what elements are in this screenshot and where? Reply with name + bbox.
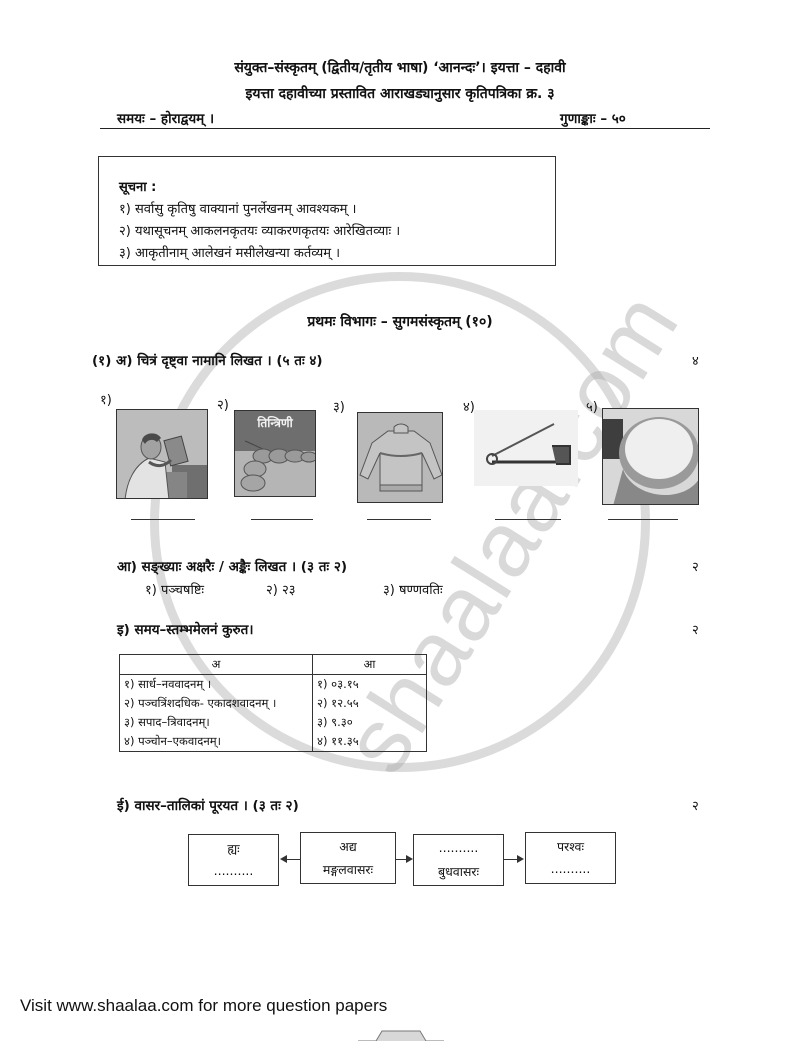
- paper-title: संयुक्त–संस्कृतम् (द्वितीय/तृतीय भाषा) ‘…: [234, 60, 566, 76]
- number-item: १) पञ्चषष्टिः: [145, 583, 205, 598]
- day-box-blank[interactable]: ..........: [438, 840, 479, 855]
- connector-line: [286, 859, 300, 860]
- question-1a: (१) अ) चित्रं दृष्ट्वा नामानि लिखत । (५ …: [92, 353, 323, 369]
- day-box-blank[interactable]: ..........: [213, 863, 254, 878]
- match-right-item: १) ०३.१५: [312, 674, 427, 694]
- arrow-right-icon: [406, 855, 413, 863]
- day-box-value: बुधवासरः: [437, 864, 480, 879]
- answer-blank[interactable]: [251, 519, 313, 520]
- picture-safety-pin: [474, 410, 578, 486]
- picture-tamarind: तिन्त्रिणी: [234, 410, 316, 497]
- picture-number: ३): [333, 400, 345, 415]
- footer-link-text[interactable]: Visit www.shaalaa.com for more question …: [20, 996, 388, 1015]
- question-1d-marks: २: [692, 799, 699, 814]
- header-divider: [100, 128, 710, 129]
- instruction-item: २) यथासूचनम् आकलनकृतयः व्याकरणकृतयः आरेख…: [119, 224, 401, 239]
- match-left-item: ३) सपाद–त्रिवादनम्।: [119, 713, 313, 732]
- day-box-today: अद्य मङ्गलवासरः: [300, 832, 396, 884]
- arrow-right-icon: [517, 855, 524, 863]
- day-box-label: अद्य: [339, 839, 357, 854]
- question-1c: इ) समय–स्तम्भमेलनं कुरुत।: [117, 622, 254, 638]
- picture-caption: तिन्त्रिणी: [257, 416, 293, 430]
- answer-blank[interactable]: [495, 519, 561, 520]
- question-1a-marks: ४: [692, 354, 699, 369]
- match-right-item: ४) ११.३५: [312, 732, 427, 752]
- question-1b: आ) सङ्ख्याः अक्षरैः / अङ्कैः लिखत । (३ त…: [117, 559, 348, 575]
- picture-man-reading: [116, 409, 208, 499]
- match-right-item: २) १२.५५: [312, 694, 427, 713]
- paper-subtitle: इयत्ता दहावीच्या प्रस्तावित आराखड्यानुसा…: [245, 86, 555, 102]
- arrow-left-icon: [280, 855, 287, 863]
- day-box-value: मङ्गलवासरः: [322, 862, 374, 877]
- time-allowed: समयः – होराद्वयम् ।: [117, 111, 215, 127]
- number-item: ३) षण्णवतिः: [383, 583, 443, 598]
- answer-blank[interactable]: [608, 519, 678, 520]
- day-box-tomorrow: .......... बुधवासरः: [413, 834, 504, 886]
- picture-sweater: [357, 412, 443, 503]
- connector-line: [396, 859, 408, 860]
- answer-blank[interactable]: [367, 519, 431, 520]
- day-box-day-after: परश्वः ..........: [525, 832, 616, 884]
- day-box-yesterday: ह्यः ..........: [188, 834, 279, 886]
- picture-number: २): [217, 398, 229, 413]
- instructions-title: सूचना :: [119, 180, 157, 195]
- match-right-item: ३) ९.३०: [312, 713, 427, 732]
- match-left-item: २) पञ्चत्रिंशदधिक- एकादशवादनम् ।: [119, 694, 313, 713]
- column-header-a: अ: [119, 654, 313, 675]
- question-1c-marks: २: [692, 623, 699, 638]
- connector-line: [504, 859, 518, 860]
- day-box-label: ह्यः: [227, 841, 240, 856]
- answer-blank[interactable]: [131, 519, 195, 520]
- number-item: २) २३: [266, 583, 296, 598]
- instruction-item: १) सर्वासु कृतिषु वाक्यानां पुनर्लेखनम् …: [119, 202, 357, 217]
- instruction-item: ३) आकृतीनाम् आलेखनं मसीलेखन्या कर्तव्यम्…: [119, 246, 341, 261]
- total-marks: गुणाङ्काः – ५०: [560, 111, 626, 127]
- match-left-item: ४) पञ्चोन–एकवादनम्।: [119, 732, 313, 752]
- page-number-tab: [358, 1026, 444, 1042]
- day-box-blank[interactable]: ..........: [550, 861, 591, 876]
- match-left-item: १) सार्ध–नववादनम् ।: [119, 674, 313, 694]
- question-1b-marks: २: [692, 560, 699, 575]
- section-title: प्रथमः विभागः – सुगमसंस्कृतम् (१०): [307, 314, 493, 330]
- instructions-box: सूचना : १) सर्वासु कृतिषु वाक्यानां पुनर…: [98, 156, 556, 266]
- picture-number: १): [100, 393, 112, 408]
- picture-number: ५): [586, 400, 598, 415]
- matching-table: अ आ १) सार्ध–नववादनम् । १) ०३.१५ २) पञ्च…: [119, 654, 427, 752]
- column-header-b: आ: [312, 654, 427, 675]
- picture-rice-bowl: [602, 408, 699, 505]
- picture-number: ४): [463, 400, 475, 415]
- question-1d: ई) वासर–तालिकां पूरयत । (३ तः २): [117, 798, 299, 814]
- day-box-label: परश्वः: [556, 839, 584, 854]
